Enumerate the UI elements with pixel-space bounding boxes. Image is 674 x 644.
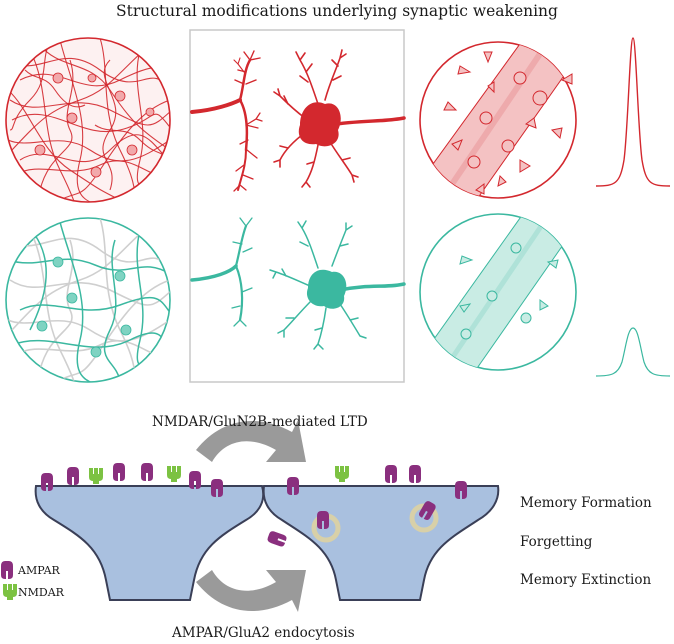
legend-ampar-label: AMPAR <box>18 564 60 577</box>
dendrite-strong <box>190 50 263 192</box>
outcome-item: Memory Extinction <box>520 572 652 588</box>
synapse-before <box>34 463 265 601</box>
outcome-item: Memory Formation <box>520 495 652 511</box>
spine-circle-weak <box>419 213 577 371</box>
neuron-weak-soma <box>306 269 347 309</box>
arrow-bottom <box>196 570 306 612</box>
figure-title: Structural modifications underlying syna… <box>116 2 558 20</box>
endosome-left <box>311 511 341 543</box>
synapse-after <box>262 465 500 601</box>
curve-strong <box>595 37 671 187</box>
mechanism-bottom-label: AMPAR/GluA2 endocytosis <box>172 625 355 641</box>
endosome-right <box>409 499 439 533</box>
legend-ampar-icon <box>1 561 13 579</box>
network-circle-strong <box>5 37 171 203</box>
legend-nmdar-label: NMDAR <box>18 586 64 599</box>
neuron-strong-soma <box>298 102 341 147</box>
curve-weak <box>595 327 671 377</box>
neuron-panel <box>189 29 406 383</box>
neuron-strong <box>273 49 406 188</box>
neuron-weak <box>269 220 406 350</box>
dendrite-weak <box>190 217 253 327</box>
legend-nmdar-icon <box>3 584 17 600</box>
network-circle-weak <box>5 217 171 383</box>
mechanism-top-label: NMDAR/GluN2B-mediated LTD <box>152 414 368 430</box>
arrow-top <box>196 420 306 462</box>
outcome-item: Forgetting <box>520 534 593 550</box>
spine-circle-strong <box>419 41 577 199</box>
